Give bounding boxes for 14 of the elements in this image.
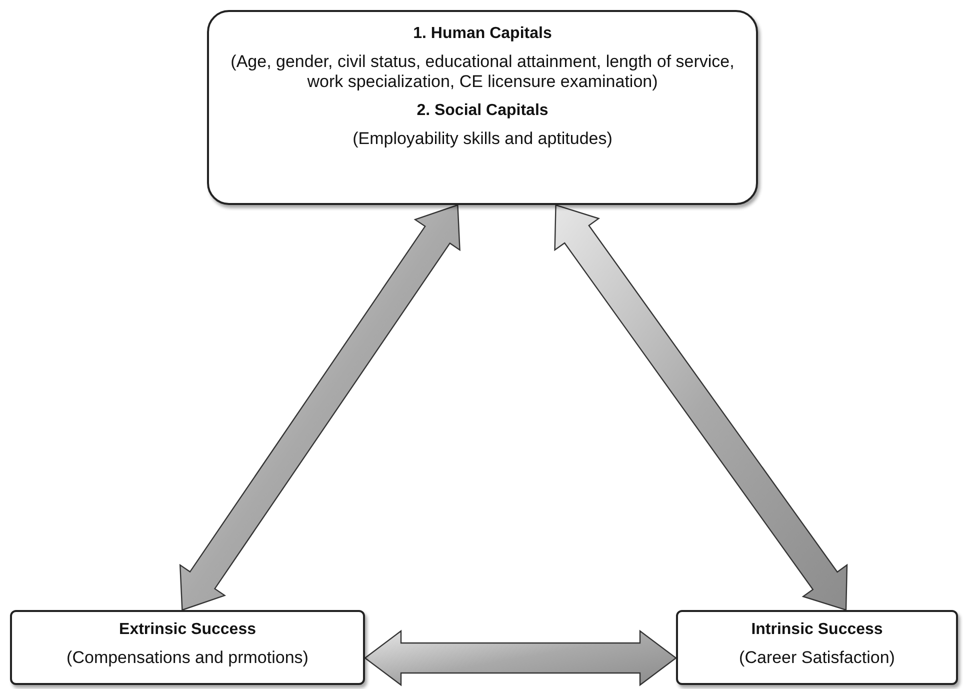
double-block-arrow <box>364 630 677 686</box>
rounded-box <box>207 10 758 205</box>
box-text: (Employability skills and aptitudes) <box>352 128 612 150</box>
double-block-arrow <box>554 204 848 611</box>
double-block-arrow <box>179 204 460 611</box>
box-heading: Intrinsic Success <box>751 620 883 640</box>
rounded-box <box>10 610 365 685</box>
rounded-box <box>676 610 958 685</box>
box-heading: 2. Social Capitals <box>416 100 548 121</box>
box-heading: Extrinsic Success <box>119 620 256 640</box>
box-text: (Age, gender, civil status, educational attainment, length of service, work specialization, CE licensure examination) <box>230 52 736 93</box>
box-text: (Career Satisfaction) <box>739 648 895 668</box>
box-heading: 1. Human Capitals <box>413 24 552 44</box>
box-text: (Compensations and prmotions) <box>66 648 308 668</box>
